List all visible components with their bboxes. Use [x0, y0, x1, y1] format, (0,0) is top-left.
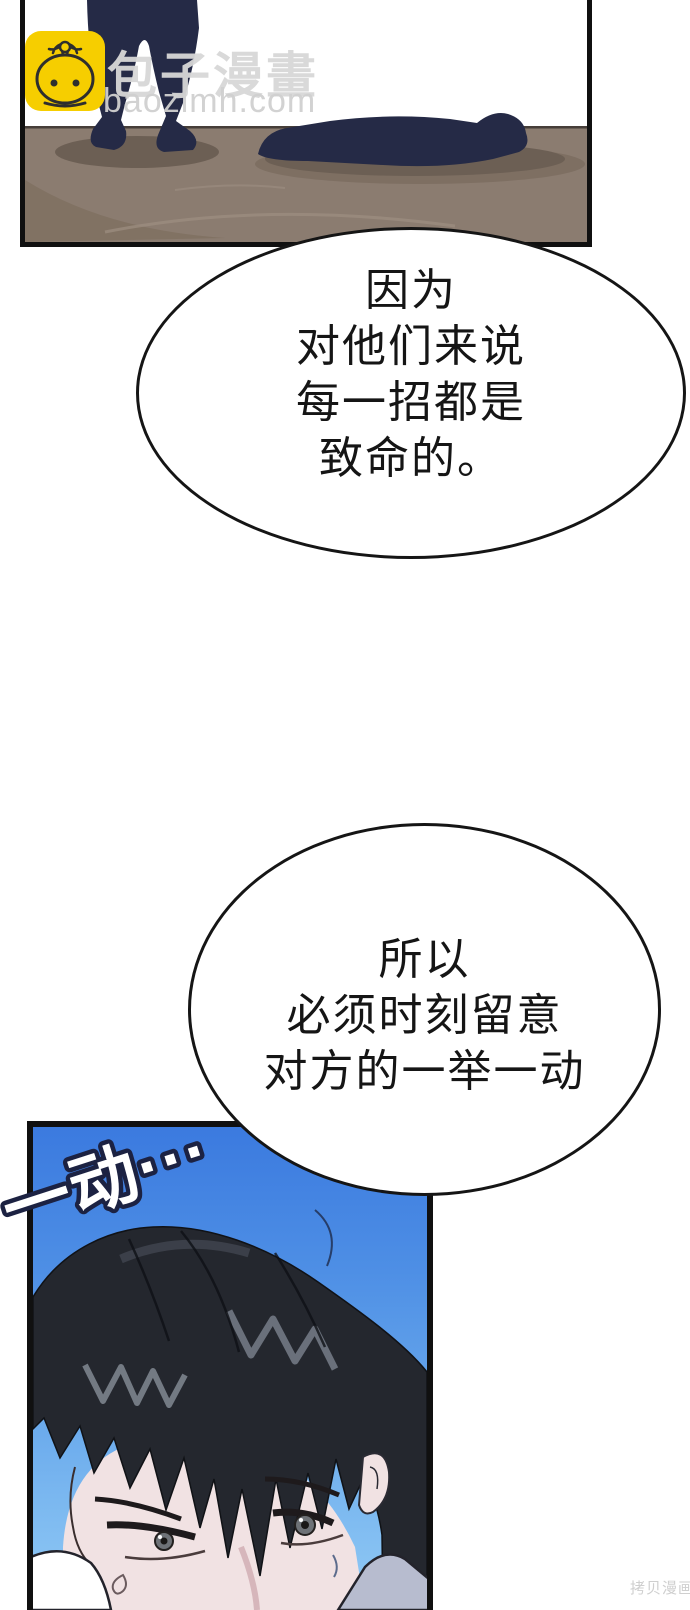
speech-bubble-1: 因为 对他们来说 每一招都是 致命的。: [136, 227, 686, 559]
bubble-2-text: 所以 必须时刻留意 对方的一举一动: [264, 932, 586, 1100]
sweat-drop: [332, 1554, 338, 1578]
panel-bottom-scene: [27, 1121, 433, 1610]
baozimh-logo-icon: [25, 31, 105, 111]
watermark-site-domain: baozimh.com: [103, 82, 317, 120]
shoulder: [336, 1553, 427, 1610]
bubble-line: 对方的一举一动: [263, 1046, 586, 1096]
motion-line: [314, 1209, 333, 1267]
bubble-line: 对他们来说: [296, 322, 526, 371]
watermark-site-title: 包子漫畫: [107, 48, 319, 104]
nose-shadow: [238, 1545, 260, 1610]
right-eyelash: [272, 1508, 335, 1527]
bubble-line: 致命的。: [319, 434, 503, 483]
bubble-1-text: 因为 对他们来说 每一招都是 致命的。: [296, 263, 526, 487]
bubble-line: 因为: [365, 266, 457, 315]
ear: [357, 1452, 391, 1515]
standing-figure-silhouette: [87, 0, 199, 152]
bubble-line: 所以: [378, 934, 471, 984]
top-scene-art: [25, 0, 587, 242]
sweat-drop: [111, 1573, 127, 1595]
right-eyebrow: [264, 1476, 340, 1498]
left-eyebrow: [94, 1496, 182, 1522]
fallen-figure-silhouette: [258, 113, 528, 167]
bottom-scene-art: [33, 1127, 427, 1610]
bubble-line: 必须时刻留意: [286, 990, 563, 1040]
hair: [33, 1226, 427, 1610]
corner-watermark: 拷贝漫画: [630, 1580, 690, 1597]
shirt-collar: [33, 1550, 113, 1610]
bubble-line: 每一招都是: [296, 378, 526, 427]
left-eyelash: [106, 1521, 196, 1541]
panel-top-scene: [20, 0, 592, 247]
speech-bubble-2: 所以 必须时刻留意 对方的一举一动: [188, 823, 661, 1196]
